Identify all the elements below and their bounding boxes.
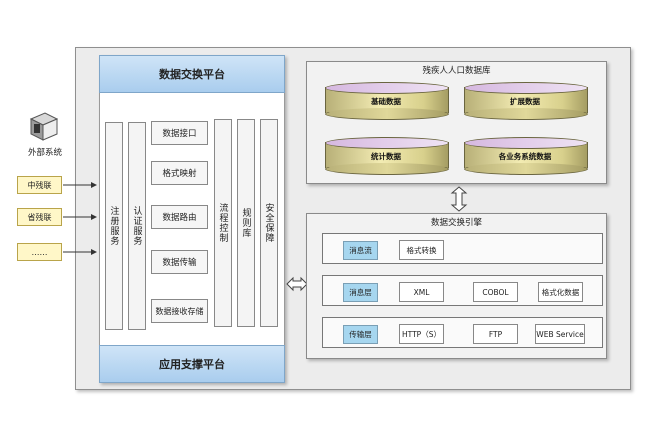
- row-tag: 传输层: [343, 325, 378, 344]
- format-conversion-chip: 格式转换: [399, 240, 444, 260]
- data-interface-box: 数据接口: [151, 121, 208, 145]
- cylinder-statistics-data: 统计数据: [325, 137, 449, 175]
- cylinder-business-data: 各业务系统数据: [464, 137, 588, 175]
- platform-top-title: 数据交换平台: [99, 55, 285, 93]
- data-receive-storage-box: 数据接收存储: [151, 299, 208, 323]
- double-arrow-horizontal: [286, 276, 308, 292]
- external-arrows: [63, 182, 97, 255]
- rule-base: 规则库: [237, 119, 255, 327]
- external-item-zhongcanlian: 中残联: [17, 176, 62, 194]
- row-tag: 消息流: [343, 241, 378, 260]
- row-tag: 消息层: [343, 283, 378, 302]
- data-transfer-box: 数据传输: [151, 250, 208, 274]
- database-title: 残疾人人口数据库: [422, 66, 491, 76]
- cylinder-label: 扩展数据: [510, 97, 540, 106]
- cylinder-basic-data: 基础数据: [325, 82, 449, 120]
- flow-control: 流程控制: [214, 119, 232, 327]
- cylinder-label: 基础数据: [371, 97, 401, 106]
- security-guarantee: 安全保障: [260, 119, 278, 327]
- data-routing-box: 数据路由: [151, 205, 208, 229]
- cylinder-label: 统计数据: [371, 152, 401, 161]
- formatted-data-chip: 格式化数据: [538, 282, 583, 302]
- http-chip: HTTP（S）: [399, 324, 444, 344]
- server-icon: [27, 109, 61, 143]
- cobol-chip: COBOL: [473, 282, 518, 302]
- external-item-ellipsis: ……: [17, 243, 62, 261]
- format-mapping-box: 格式映射: [151, 161, 208, 185]
- cylinder-label: 各业务系统数据: [498, 152, 552, 161]
- engine-row-transport-layer: 传输层 HTTP（S） FTP WEB Service: [322, 317, 603, 348]
- web-service-chip: WEB Service: [535, 324, 585, 344]
- xml-chip: XML: [399, 282, 444, 302]
- external-item-shengcanlian: 省残联: [17, 208, 62, 226]
- ftp-chip: FTP: [473, 324, 518, 344]
- engine-row-message-flow: 消息流 格式转换: [322, 233, 603, 264]
- cylinder-extended-data: 扩展数据: [464, 82, 588, 120]
- engine-row-message-layer: 消息层 XML COBOL 格式化数据: [322, 275, 603, 306]
- external-system-title: 外部系统: [27, 148, 62, 158]
- auth-service: 认证服务: [128, 122, 146, 330]
- register-service: 注册服务: [105, 122, 123, 330]
- platform-bottom-title: 应用支撑平台: [99, 345, 285, 383]
- engine-title: 数据交换引擎: [430, 218, 482, 228]
- double-arrow-vertical: [450, 186, 468, 212]
